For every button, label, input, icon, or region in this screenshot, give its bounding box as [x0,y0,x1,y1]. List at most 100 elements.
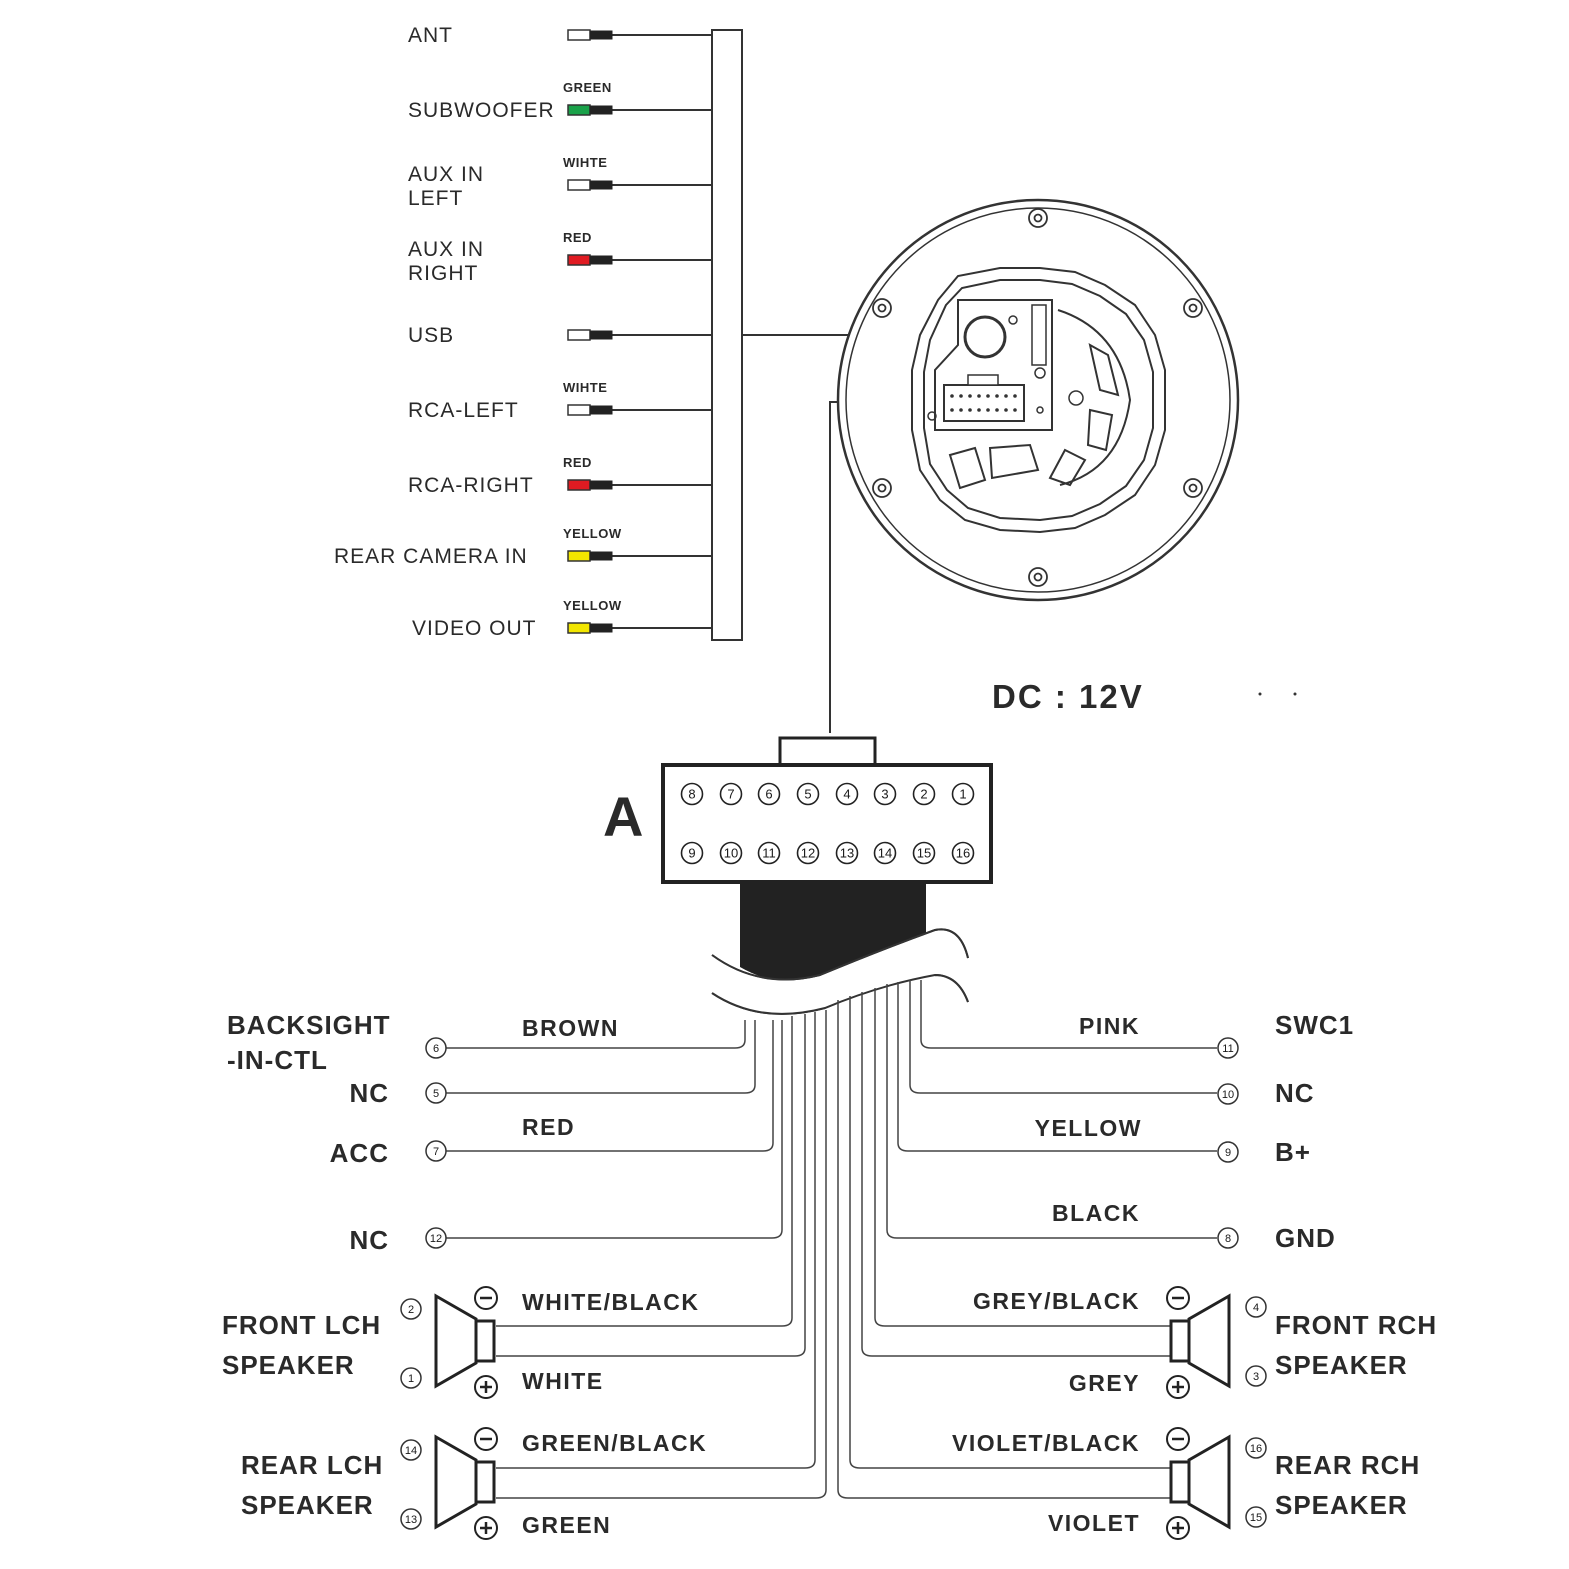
wire-color-label: WHITE [522,1368,604,1394]
wire-function-label: ACC [330,1138,389,1168]
svg-text:1: 1 [959,787,966,802]
wire-color-label: GREEN/BLACK [522,1430,707,1456]
speaker-pin-marker: 2 [400,1298,422,1320]
right-wire-row-gnd: BLACK GND [1052,1200,1336,1253]
wire-pin-marker: 11 [1217,1037,1239,1059]
svg-text:9: 9 [688,846,695,861]
svg-text:4: 4 [1253,1302,1259,1314]
speaker-function-label: REAR LCH [241,1450,383,1480]
iso-socket-icon [943,384,1025,422]
speaker-function-label: FRONT LCH [222,1310,381,1340]
rca-plug-body [589,30,613,40]
wire-pin-marker: 6 [425,1037,447,1059]
svg-text:12: 12 [801,846,815,861]
rca-plug-body [589,623,613,633]
svg-text:16: 16 [956,846,970,861]
usb-port-icon [963,315,1007,359]
connector-pin: 3 [873,782,897,806]
speaker-icon: 21 [400,1286,498,1399]
wire-function-label: NC [1275,1078,1315,1108]
svg-text:7: 7 [433,1146,439,1158]
connector-pin: 9 [680,841,704,865]
plus-icon [474,1375,498,1399]
rca-label: RCA-RIGHT [408,474,534,497]
connector-label: A [603,785,643,848]
rca-plug-icon [567,254,591,266]
svg-text:14: 14 [878,846,892,861]
left-wire-row-backsight: BACKSIGHT -IN-CTL BROWN [227,1010,617,1075]
svg-text:3: 3 [1253,1371,1259,1383]
minus-icon [474,1286,498,1310]
svg-text:11: 11 [762,846,776,861]
svg-text:4: 4 [843,787,850,802]
svg-text:7: 7 [727,787,734,802]
connector-pin: 6 [757,782,781,806]
rca-label: VIDEO OUT [412,617,537,640]
rca-plug-icon [567,29,591,41]
rca-plug-icon [567,550,591,562]
wire-function-label: -IN-CTL [227,1045,328,1075]
wire-color-label: WHITE/BLACK [522,1289,699,1315]
rca-color-label: GREEN [563,80,612,95]
plus-icon [1166,1375,1190,1399]
connector-pin: 1 [951,782,975,806]
svg-text:15: 15 [917,846,931,861]
svg-text:8: 8 [688,787,695,802]
left-wire-row-nc-5: NC [349,1078,388,1108]
connector-pin: 5 [796,782,820,806]
minus-icon [1166,1427,1190,1451]
rca-label: RIGHT [408,262,478,285]
svg-text:14: 14 [405,1445,417,1457]
wire-function-label: GND [1275,1223,1336,1253]
rca-plug-body [589,551,613,561]
rca-color-label: YELLOW [563,598,622,613]
minus-icon [1166,1286,1190,1310]
svg-text:6: 6 [433,1043,439,1055]
wire-function-label: BACKSIGHT [227,1010,391,1040]
svg-text:2: 2 [408,1304,414,1316]
connector-pin: 13 [835,841,859,865]
head-unit-back [836,198,1240,602]
speaker-function-label: REAR RCH [1275,1450,1420,1480]
plus-icon [474,1516,498,1540]
mount-screw-icon [872,208,1203,587]
wire-pin-marker: 12 [425,1227,447,1249]
rca-plug-body [589,255,613,265]
wire-pin-marker: 8 [1217,1227,1239,1249]
speaker-function-label: SPEAKER [241,1490,374,1520]
plus-icon [1166,1516,1190,1540]
svg-text:5: 5 [804,787,811,802]
rca-label: AUX IN [408,163,484,186]
rca-color-label: RED [563,455,592,470]
wire-color-label: YELLOW [1035,1115,1142,1141]
rca-plug-icon [567,179,591,191]
rca-label: LEFT [408,187,463,210]
speaker-pin-marker: 4 [1245,1296,1267,1318]
wire-pin-marker: 5 [425,1082,447,1104]
wire-color-label: PINK [1079,1013,1140,1039]
svg-text:3: 3 [881,787,888,802]
rca-color-label: WIHTE [563,155,607,170]
wire-color-label: RED [522,1114,575,1140]
connector-pin: 12 [796,841,820,865]
connector-pin: 2 [912,782,936,806]
rca-plug-body [589,105,613,115]
svg-text:6: 6 [765,787,772,802]
svg-text:13: 13 [840,846,854,861]
connector-pin: 11 [757,841,781,865]
rca-label: RCA-LEFT [408,399,519,422]
wire-pin-marker: 10 [1217,1083,1239,1105]
wire-function-label: B+ [1275,1137,1311,1167]
wire-color-label: GREEN [522,1512,611,1538]
power-label: DC : 12V [992,678,1144,715]
svg-text:10: 10 [1222,1089,1234,1101]
rca-row-usb: USB [408,324,712,347]
svg-text:16: 16 [1250,1443,1262,1455]
speaker-pin-marker: 14 [400,1439,422,1461]
wire-function-label: NC [349,1225,389,1255]
